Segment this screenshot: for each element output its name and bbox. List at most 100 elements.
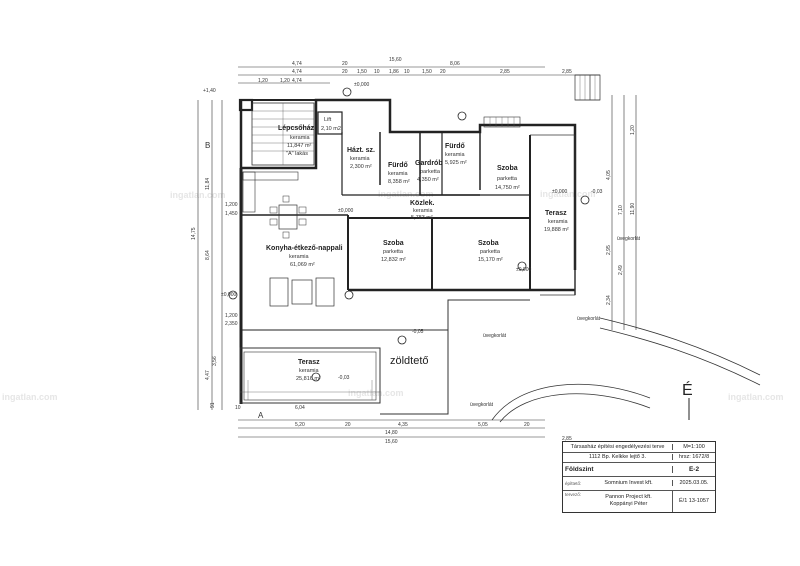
svg-text:14,750 m²: 14,750 m² — [495, 185, 520, 191]
scale: M=1:100 — [672, 444, 715, 450]
dim-label: 11,90 — [630, 203, 636, 215]
room-terasz-1: Terasz keramia 19,888 m² — [544, 210, 569, 233]
svg-text:Szoba: Szoba — [497, 165, 518, 172]
dim-label: 20 — [440, 69, 446, 75]
lift-area: 2,10 m2 — [321, 126, 341, 132]
dim-label: 15,60 — [385, 439, 398, 445]
dim-label: 4,05 — [606, 170, 612, 180]
svg-text:5,783 m²: 5,783 m² — [411, 215, 433, 221]
room-szoba-2: Szoba parketta 12,832 m² — [381, 240, 406, 263]
designer-name: Koppányi Péter — [609, 501, 648, 507]
dim-label: 2,85 — [562, 436, 572, 442]
dim-label: 8,06 — [450, 61, 460, 67]
svg-text:Terasz: Terasz — [545, 210, 567, 217]
svg-text:Házt. sz.: Házt. sz. — [347, 147, 375, 154]
svg-text:8,358 m²: 8,358 m² — [388, 179, 410, 185]
svg-text:keramia: keramia — [548, 219, 569, 225]
room-kozlek: Közlek. keramia 5,783 m² — [410, 200, 435, 221]
license: É/1 13-1057 — [672, 490, 715, 512]
level-mark: ±0,000 — [354, 82, 369, 88]
builder-label: építtető: — [565, 480, 582, 486]
building-walls — [238, 98, 577, 404]
svg-text:61,069 m²: 61,069 m² — [290, 262, 315, 268]
dim-label: 20 — [345, 422, 351, 428]
svg-text:parketta: parketta — [480, 249, 501, 255]
dim-label: 10 — [235, 405, 241, 411]
date: 2025.03.05. — [672, 480, 715, 486]
watermark: ingatlan.com — [540, 189, 596, 199]
builder: Somnium Invest kft. — [604, 480, 653, 486]
railing-label: üvegkorlát — [483, 333, 507, 339]
level-mark: +1,40 — [203, 88, 216, 94]
svg-text:Szoba: Szoba — [478, 240, 499, 247]
railing-label: üvegkorlát — [470, 402, 494, 408]
dim-label: 1,86 — [389, 69, 399, 75]
watermark: ingatlan.com — [728, 392, 784, 402]
level-mark: ±0,000 — [516, 267, 531, 273]
dim-label: 8,64 — [205, 250, 211, 260]
room-terasz-2: Terasz keramia 25,816 m² — [296, 359, 321, 382]
dim-label: 20 — [342, 61, 348, 67]
apartment-label: "A" lakás — [286, 151, 308, 157]
level-mark: ±0,000 — [552, 189, 567, 195]
level-mark: -0,03 — [338, 375, 350, 381]
svg-text:15,170 m²: 15,170 m² — [478, 257, 503, 263]
dim-label: 1,20 — [630, 125, 636, 135]
room-lepcsohaz: Lépcsőház keramia 11,847 m² "A" lakás — [278, 125, 315, 157]
svg-text:Szoba: Szoba — [383, 240, 404, 247]
svg-text:keramia: keramia — [289, 254, 310, 260]
designer-firm: Pannon Project kft. — [605, 494, 652, 500]
svg-text:keramia: keramia — [299, 368, 320, 374]
north-marker: É — [682, 380, 693, 399]
room-konyha: Konyha-étkező-nappali keramia 61,069 m² — [266, 245, 343, 268]
room-gardrob: Gardrób parketta 4,350 m² — [415, 160, 443, 183]
dim-label: 2,34 — [606, 295, 612, 305]
watermark: ingatlan.com — [378, 189, 434, 199]
top-dimensions: 4,74 20 15,60 4,74 20 1,50 10 1,86 10 1,… — [238, 57, 600, 101]
dim-label: 1,200 — [225, 202, 238, 208]
svg-text:parketta: parketta — [420, 169, 441, 175]
level-mark: ±0,000 — [338, 208, 353, 214]
project-title: Társasház építési engedélyezési terve — [570, 444, 665, 450]
dim-label: 7,10 — [618, 205, 624, 215]
dim-label: 10 — [374, 69, 380, 75]
svg-text:19,888 m²: 19,888 m² — [544, 227, 569, 233]
svg-text:parketta: parketta — [383, 249, 404, 255]
room-szoba-3: Szoba parketta 15,170 m² — [478, 240, 503, 263]
dim-label: 15,60 — [389, 57, 402, 63]
dim-label: 6,04 — [295, 405, 305, 411]
railing-label: üvegkorlát — [577, 316, 601, 322]
dim-label: 14,80 — [385, 430, 398, 436]
green-roof-outline — [380, 299, 530, 415]
dim-label: 3,56 — [212, 356, 218, 366]
dim-label: 14,75 — [191, 227, 197, 240]
room-furdo-1: Fürdő keramia 8,358 m² — [388, 162, 410, 185]
svg-text:Konyha-étkező-nappali: Konyha-étkező-nappali — [266, 245, 343, 252]
room-haztsz: Házt. sz. keramia 2,300 m² — [347, 147, 375, 170]
designer-label: tervező: — [565, 492, 582, 497]
dim-label: 1,200 — [225, 313, 238, 319]
svg-text:12,832 m²: 12,832 m² — [381, 257, 406, 263]
dim-label: 5,05 — [478, 422, 488, 428]
dim-label: 2,95 — [606, 245, 612, 255]
dim-label: 10 — [404, 69, 410, 75]
dim-label: 2,85 — [562, 69, 572, 75]
dim-label: 11,84 — [205, 178, 211, 190]
dim-label: 20 — [342, 69, 348, 75]
right-dimensions: 7,10 4,05 2,95 2,49 2,34 11,90 1,20 — [606, 95, 637, 330]
railing-label: üvegkorlát — [617, 236, 641, 242]
curved-path — [491, 317, 761, 423]
section-a-marker: A — [258, 411, 264, 420]
svg-text:25,816 m²: 25,816 m² — [296, 376, 321, 382]
dim-label: 4,74 — [292, 61, 302, 67]
svg-text:Gardrób: Gardrób — [415, 160, 443, 167]
watermark: ingatlan.com — [2, 392, 58, 402]
dim-label: 4,47 — [205, 370, 211, 380]
svg-text:Közlek.: Közlek. — [410, 200, 435, 207]
dim-label: 4,74 — [292, 78, 302, 84]
terrace-frame — [239, 347, 381, 404]
dim-label: 2,85 — [500, 69, 510, 75]
svg-text:keramia: keramia — [290, 135, 311, 141]
sheet-title: Földszint — [565, 465, 594, 473]
